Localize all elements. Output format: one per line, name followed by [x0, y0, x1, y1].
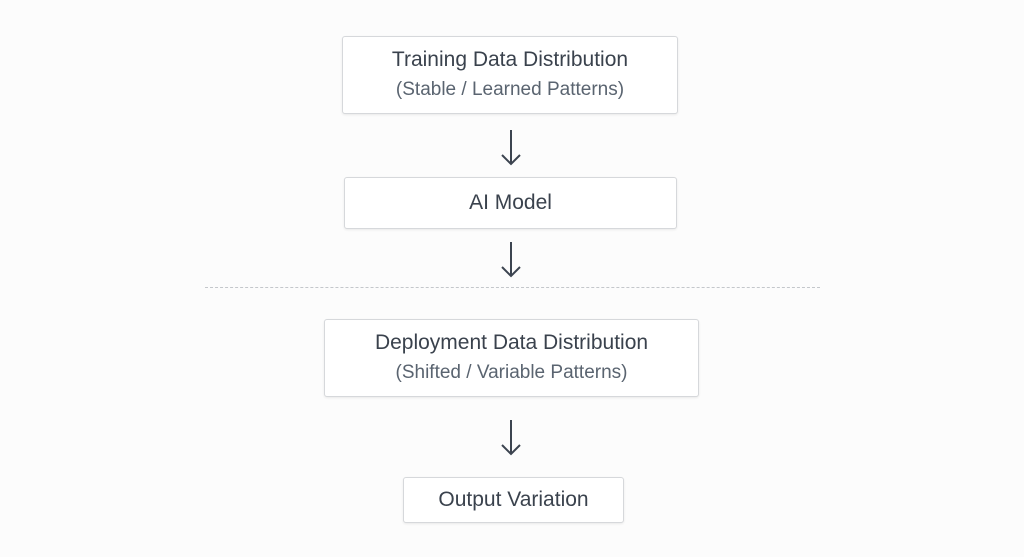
arrow-down-icon [501, 420, 521, 456]
arrow-down-icon [501, 242, 521, 278]
deployment-data-subtitle: (Shifted / Variable Patterns) [395, 362, 628, 383]
arrow-down-icon [501, 130, 521, 166]
training-data-title: Training Data Distribution [391, 48, 629, 71]
dashed-divider [205, 287, 820, 288]
ai-model-title: AI Model [469, 191, 552, 214]
output-variation-node: Output Variation [403, 477, 624, 523]
training-data-node: Training Data Distribution (Stable / Lea… [342, 36, 678, 114]
deployment-data-node: Deployment Data Distribution (Shifted / … [324, 319, 699, 397]
training-data-subtitle: (Stable / Learned Patterns) [395, 79, 625, 100]
ai-model-node: AI Model [344, 177, 677, 229]
deployment-data-title: Deployment Data Distribution [374, 331, 649, 354]
output-variation-title: Output Variation [438, 488, 589, 511]
